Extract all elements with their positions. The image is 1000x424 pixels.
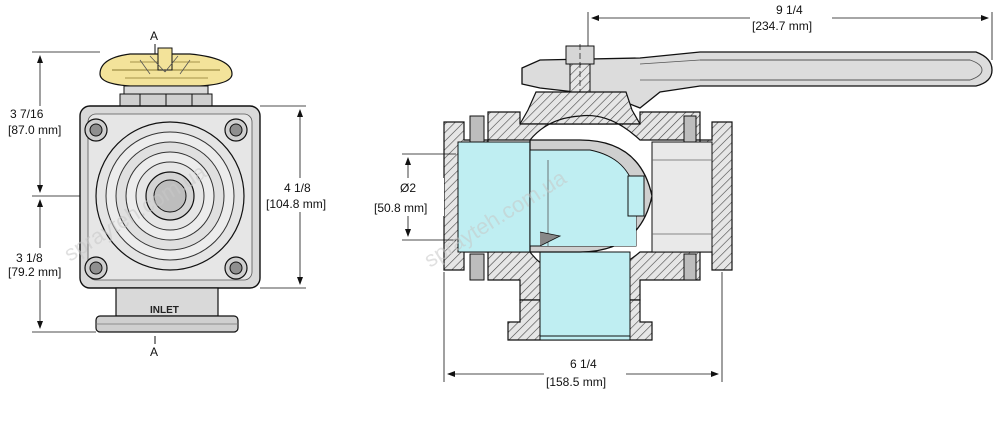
section-label-top: A (150, 29, 158, 43)
dim-port-diameter-metric: [50.8 mm] (374, 201, 427, 215)
lever-handle-icon (521, 51, 993, 109)
dim-body-height-metric: [104.8 mm] (266, 197, 326, 211)
dim-lower-height-fraction: 3 1/8 (16, 251, 43, 265)
bonnet-icon (119, 85, 213, 109)
body-upper-section (487, 111, 701, 141)
dim-upper-height-metric: [87.0 mm] (8, 123, 61, 137)
section-bolt-upper-left-icon (469, 115, 485, 143)
section-label-bottom: A (150, 345, 158, 359)
bolt-top-left-icon (84, 118, 108, 142)
dim-body-height-fraction: 4 1/8 (284, 181, 311, 195)
bolt-bottom-left-icon (84, 256, 108, 280)
valve-body-front (79, 105, 261, 289)
dim-upper-height-fraction: 3 7/16 (10, 107, 44, 121)
inlet-ferrule (95, 287, 239, 333)
bolt-bottom-right-icon (224, 256, 248, 280)
handle-top-icon (99, 47, 233, 87)
section-bolt-lower-right-icon (683, 253, 697, 281)
front-view: A (4, 29, 340, 359)
section-bolt-lower-left-icon (469, 253, 485, 281)
inlet-label: INLET (150, 305, 179, 316)
bolt-top-right-icon (224, 118, 248, 142)
section-view: 9 1/4 [234.7 mm] Ø2 [50.8 mm] 6 1/4 [158… (372, 2, 993, 390)
dim-lower-height-metric: [79.2 mm] (8, 265, 61, 279)
dim-overall-length-metric: [234.7 mm] (752, 19, 812, 33)
ball-icon (529, 139, 653, 253)
dim-body-length-metric: [158.5 mm] (546, 375, 606, 389)
section-bolt-upper-right-icon (683, 115, 697, 143)
dim-body-length-fraction: 6 1/4 (570, 357, 597, 371)
dim-port-diameter-fraction: Ø2 (400, 181, 416, 195)
dim-overall-length-fraction: 9 1/4 (776, 3, 803, 17)
